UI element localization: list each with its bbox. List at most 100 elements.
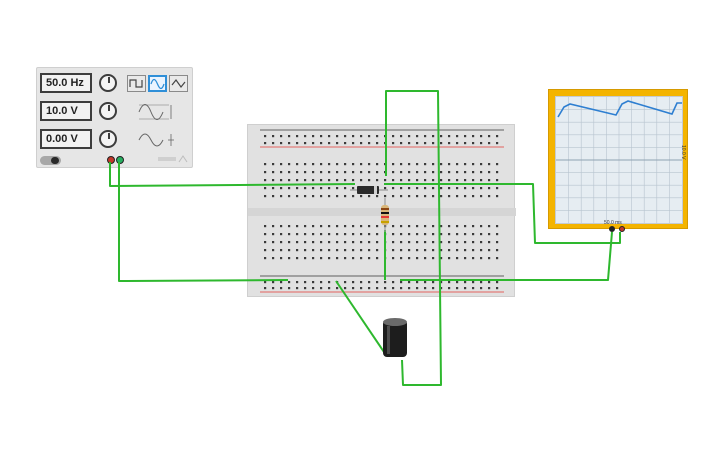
- breadboard-hole[interactable]: [440, 257, 443, 260]
- breadboard-hole[interactable]: [280, 257, 283, 260]
- breadboard-hole[interactable]: [408, 187, 411, 190]
- breadboard-hole[interactable]: [304, 225, 307, 228]
- breadboard-hole[interactable]: [320, 249, 323, 252]
- breadboard-hole[interactable]: [400, 241, 403, 244]
- breadboard-hole[interactable]: [352, 249, 355, 252]
- breadboard-hole[interactable]: [328, 241, 331, 244]
- breadboard-hole[interactable]: [288, 163, 291, 166]
- breadboard-hole[interactable]: [304, 187, 307, 190]
- breadboard-hole[interactable]: [424, 281, 427, 284]
- breadboard-hole[interactable]: [416, 257, 419, 260]
- breadboard-hole[interactable]: [352, 163, 355, 166]
- breadboard-hole[interactable]: [464, 233, 467, 236]
- breadboard-hole[interactable]: [344, 171, 347, 174]
- offset-knob[interactable]: [99, 130, 117, 148]
- breadboard-hole[interactable]: [296, 257, 299, 260]
- breadboard-hole[interactable]: [392, 281, 395, 284]
- breadboard-hole[interactable]: [416, 163, 419, 166]
- breadboard-hole[interactable]: [456, 281, 459, 284]
- breadboard-hole[interactable]: [480, 281, 483, 284]
- breadboard-hole[interactable]: [472, 179, 475, 182]
- breadboard-hole[interactable]: [272, 233, 275, 236]
- breadboard-hole[interactable]: [312, 257, 315, 260]
- breadboard-hole[interactable]: [488, 142, 491, 145]
- breadboard-hole[interactable]: [480, 135, 483, 138]
- breadboard-hole[interactable]: [328, 135, 331, 138]
- breadboard-hole[interactable]: [424, 135, 427, 138]
- breadboard-hole[interactable]: [480, 241, 483, 244]
- breadboard-hole[interactable]: [448, 287, 451, 290]
- breadboard-hole[interactable]: [280, 135, 283, 138]
- breadboard-hole[interactable]: [496, 135, 499, 138]
- breadboard-hole[interactable]: [264, 187, 267, 190]
- breadboard-hole[interactable]: [376, 171, 379, 174]
- breadboard-hole[interactable]: [456, 241, 459, 244]
- breadboard-hole[interactable]: [448, 171, 451, 174]
- breadboard-hole[interactable]: [408, 135, 411, 138]
- breadboard-hole[interactable]: [432, 163, 435, 166]
- breadboard-hole[interactable]: [432, 241, 435, 244]
- breadboard-hole[interactable]: [320, 135, 323, 138]
- breadboard-hole[interactable]: [352, 195, 355, 198]
- breadboard-hole[interactable]: [336, 142, 339, 145]
- breadboard-hole[interactable]: [464, 163, 467, 166]
- frequency-knob[interactable]: [99, 74, 117, 92]
- breadboard-hole[interactable]: [384, 187, 387, 190]
- breadboard-hole[interactable]: [496, 179, 499, 182]
- breadboard-hole[interactable]: [368, 225, 371, 228]
- breadboard-hole[interactable]: [440, 241, 443, 244]
- breadboard-hole[interactable]: [360, 195, 363, 198]
- breadboard-hole[interactable]: [496, 281, 499, 284]
- breadboard-hole[interactable]: [432, 142, 435, 145]
- breadboard-hole[interactable]: [304, 163, 307, 166]
- breadboard-hole[interactable]: [368, 233, 371, 236]
- diode[interactable]: [350, 186, 388, 194]
- breadboard-hole[interactable]: [488, 187, 491, 190]
- breadboard-hole[interactable]: [392, 195, 395, 198]
- breadboard-hole[interactable]: [432, 287, 435, 290]
- breadboard-hole[interactable]: [344, 281, 347, 284]
- breadboard-hole[interactable]: [496, 187, 499, 190]
- breadboard-hole[interactable]: [336, 135, 339, 138]
- breadboard-hole[interactable]: [344, 135, 347, 138]
- breadboard-hole[interactable]: [320, 225, 323, 228]
- breadboard-hole[interactable]: [392, 179, 395, 182]
- breadboard-hole[interactable]: [392, 225, 395, 228]
- breadboard-hole[interactable]: [488, 281, 491, 284]
- breadboard-hole[interactable]: [368, 171, 371, 174]
- breadboard-hole[interactable]: [464, 287, 467, 290]
- breadboard-hole[interactable]: [336, 257, 339, 260]
- breadboard-hole[interactable]: [480, 225, 483, 228]
- breadboard-hole[interactable]: [456, 187, 459, 190]
- breadboard-hole[interactable]: [456, 195, 459, 198]
- breadboard-hole[interactable]: [488, 225, 491, 228]
- breadboard-hole[interactable]: [264, 241, 267, 244]
- breadboard-hole[interactable]: [480, 187, 483, 190]
- breadboard-hole[interactable]: [288, 233, 291, 236]
- breadboard-hole[interactable]: [456, 249, 459, 252]
- breadboard-hole[interactable]: [304, 142, 307, 145]
- breadboard-hole[interactable]: [376, 142, 379, 145]
- breadboard-hole[interactable]: [280, 187, 283, 190]
- breadboard-hole[interactable]: [352, 135, 355, 138]
- breadboard-hole[interactable]: [496, 163, 499, 166]
- breadboard-hole[interactable]: [440, 225, 443, 228]
- breadboard-hole[interactable]: [360, 287, 363, 290]
- breadboard-hole[interactable]: [448, 135, 451, 138]
- breadboard-hole[interactable]: [440, 195, 443, 198]
- breadboard-hole[interactable]: [288, 179, 291, 182]
- breadboard-hole[interactable]: [408, 249, 411, 252]
- breadboard-hole[interactable]: [376, 287, 379, 290]
- breadboard-hole[interactable]: [400, 187, 403, 190]
- breadboard-hole[interactable]: [464, 142, 467, 145]
- breadboard-hole[interactable]: [376, 233, 379, 236]
- breadboard-hole[interactable]: [472, 281, 475, 284]
- breadboard-hole[interactable]: [424, 249, 427, 252]
- breadboard-hole[interactable]: [312, 233, 315, 236]
- breadboard-hole[interactable]: [432, 179, 435, 182]
- breadboard-hole[interactable]: [264, 287, 267, 290]
- breadboard-hole[interactable]: [488, 179, 491, 182]
- breadboard-hole[interactable]: [376, 163, 379, 166]
- breadboard-hole[interactable]: [464, 195, 467, 198]
